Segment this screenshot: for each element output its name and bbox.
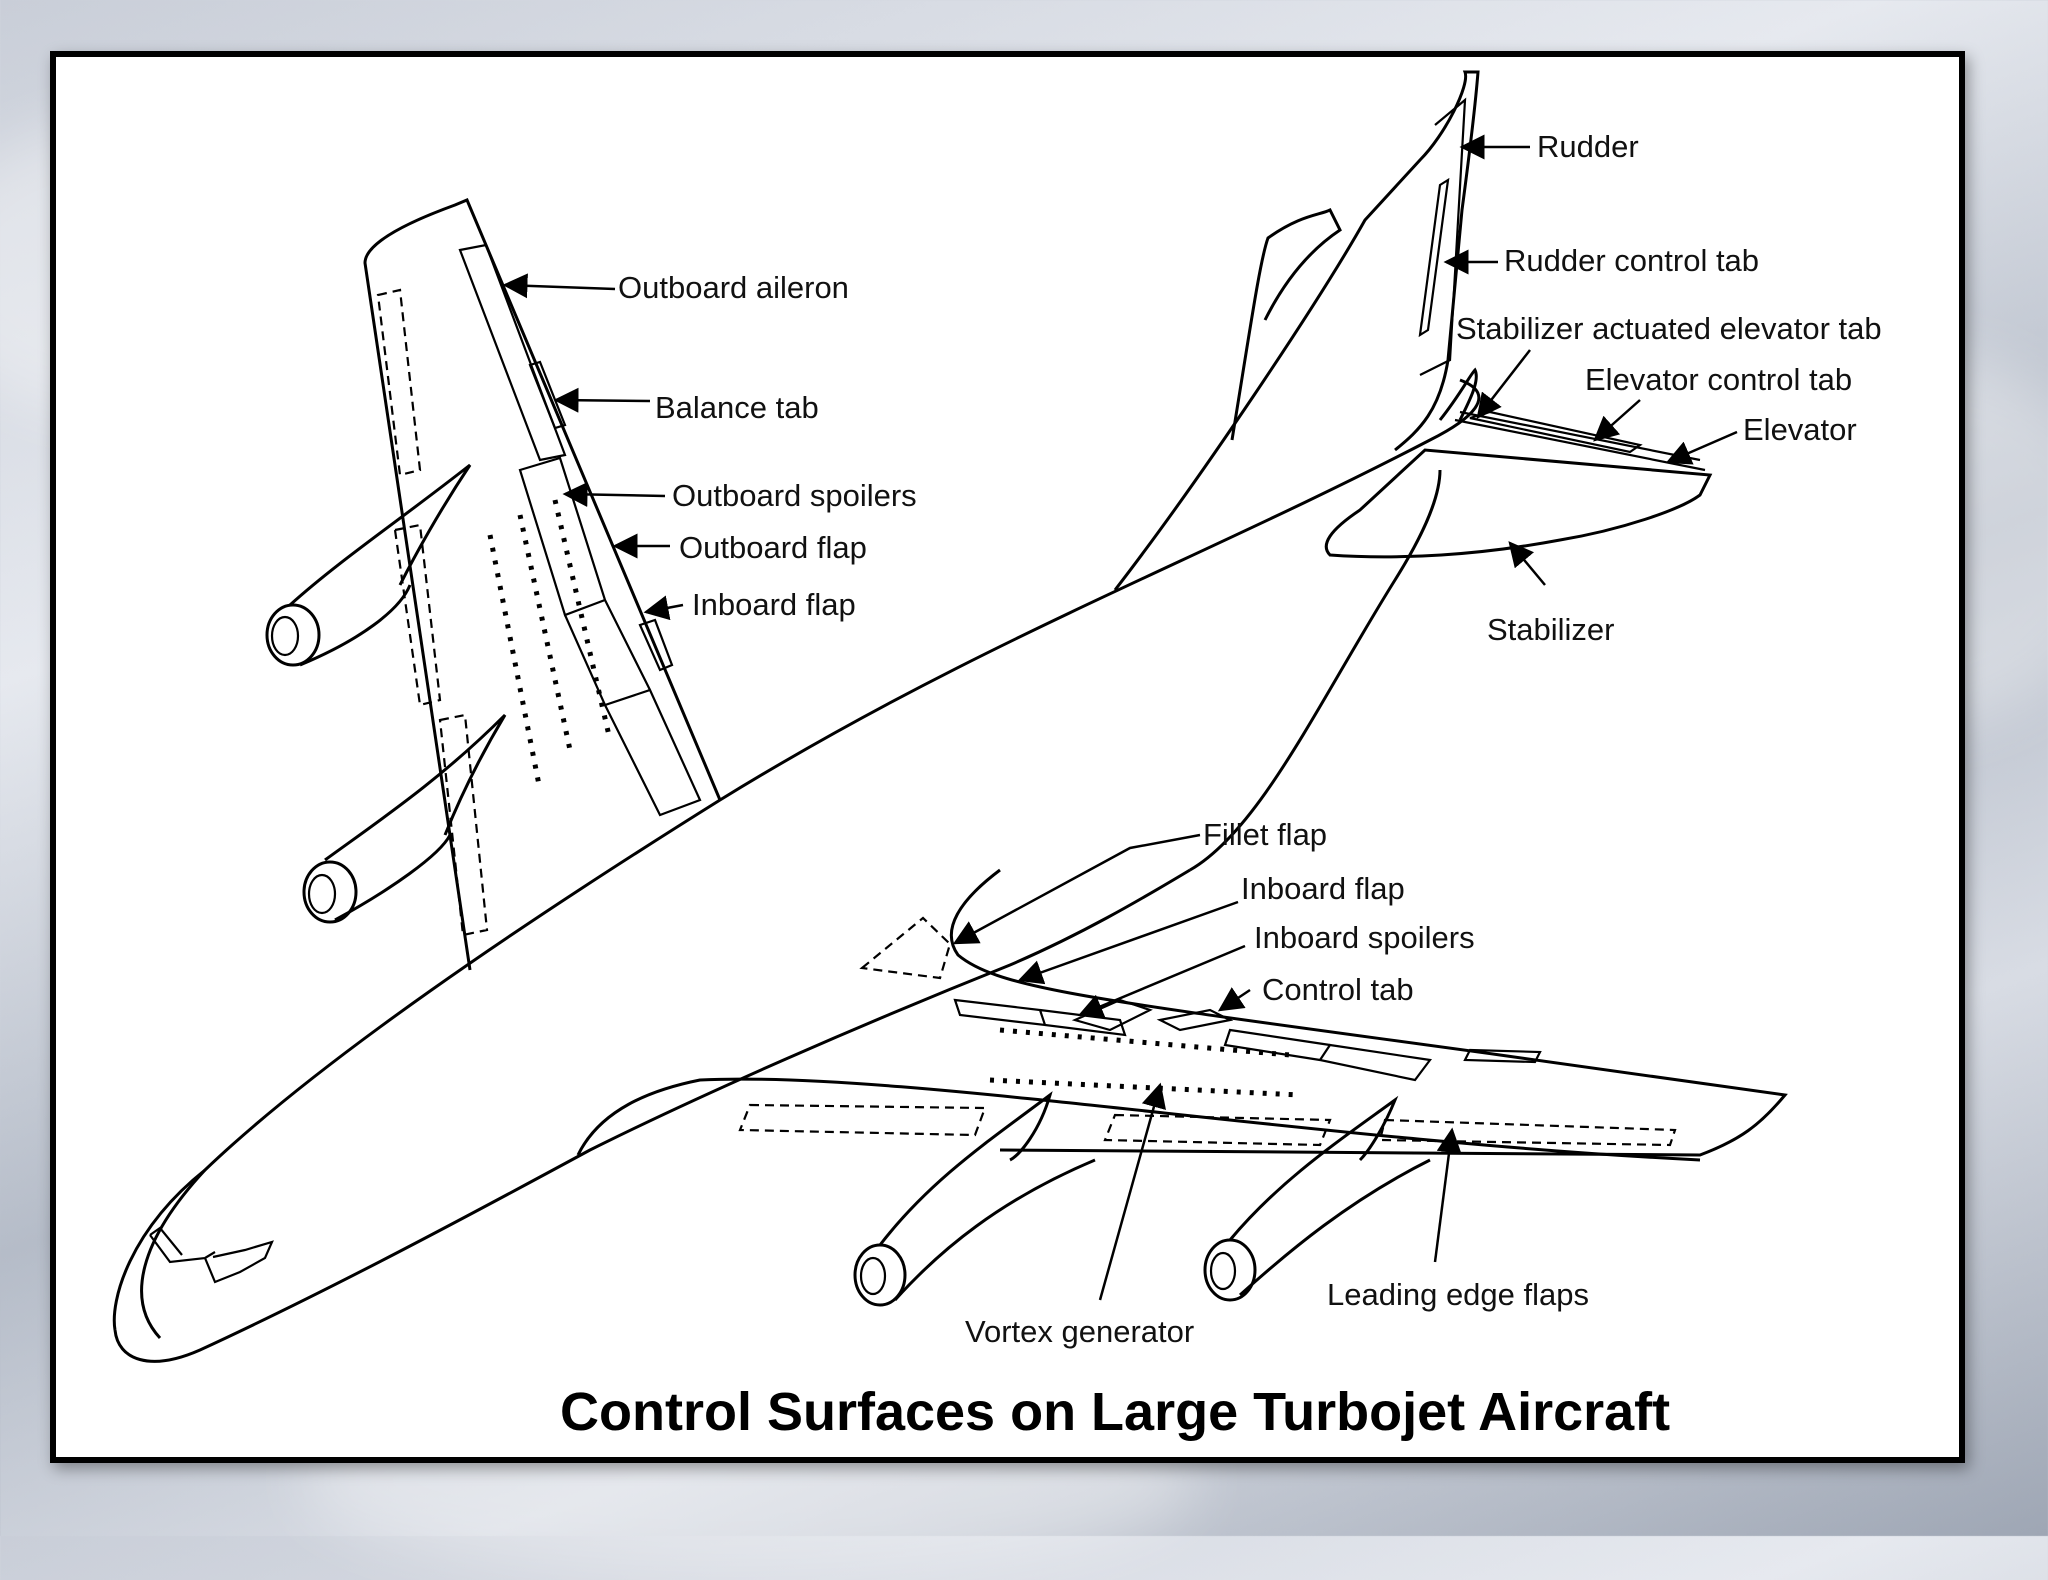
fuselage-upper-outline (140, 378, 1481, 1340)
label-outboard-spoilers: Outboard spoilers (672, 478, 917, 513)
far-engine-inner-inlet (307, 873, 337, 915)
leader-inboard-spoilers (1077, 944, 1246, 1018)
near-engine-outer (1228, 1095, 1431, 1297)
far-engine-inner-nacelle (302, 860, 358, 924)
horizontal-stabilizer (1324, 448, 1713, 559)
label-stabilizer: Stabilizer (1487, 612, 1615, 647)
outboard-aileron (458, 243, 567, 462)
near-engine-outer-nacelle (1203, 1238, 1257, 1302)
label-control-tab: Control tab (1262, 972, 1414, 1007)
label-inboard-spoilers: Inboard spoilers (1254, 920, 1475, 955)
near-wing-flaps (953, 998, 1542, 1082)
far-wing-leading-edge-flaps (376, 288, 489, 937)
diagram-title: Control Surfaces on Large Turbojet Aircr… (560, 1382, 1670, 1442)
label-balance-tab: Balance tab (655, 390, 819, 425)
far-engine-outer-nacelle (265, 603, 321, 667)
leader-stabilizer (1508, 541, 1546, 586)
near-wing-root-fillet (949, 868, 1788, 1157)
label-elevator: Elevator (1743, 412, 1857, 447)
cockpit-windows (149, 1226, 274, 1284)
far-wing-vortex-generators (487, 499, 613, 791)
rudder-control-tab (1418, 177, 1450, 338)
leader-inboard-flap-upper (643, 595, 684, 621)
near-wing-leading-edge (576, 1077, 1701, 1162)
far-engine-outer-pylon (288, 463, 472, 667)
label-inboard-flap-upper: Inboard flap (692, 587, 856, 622)
aircraft-diagram: Rudder Rudder control tab Stabilizer act… (112, 70, 1882, 1442)
label-outboard-aileron: Outboard aileron (618, 270, 849, 305)
leader-vortex-generator (1098, 1082, 1166, 1301)
leader-leading-edge-flaps (1433, 1127, 1462, 1263)
label-inboard-flap-lower: Inboard flap (1241, 871, 1405, 906)
fuselage-tail-cone (1189, 469, 1442, 872)
rudder-surface (1419, 97, 1467, 376)
near-engine-inner (878, 1091, 1096, 1302)
fuselage-lower-outline (113, 868, 1191, 1363)
label-fillet-flap: Fillet flap (1203, 817, 1327, 852)
leader-stabilizer-elevator-tab (1476, 349, 1531, 419)
far-engine-inner-pylon (324, 713, 507, 922)
near-wing-leading-edge-flaps (738, 1103, 1677, 1147)
nose-tip (112, 1168, 206, 1331)
leader-outboard-spoilers (562, 481, 666, 507)
stabilizer-left-tip (1438, 367, 1478, 421)
near-engine-inner-inlet (859, 1256, 887, 1296)
label-stabilizer-actuated-elevator-tab: Stabilizer actuated elevator tab (1456, 311, 1882, 346)
label-rudder: Rudder (1537, 129, 1639, 164)
near-wing-vortex-generators (989, 1027, 1301, 1098)
fillet-flap (859, 916, 952, 980)
leader-inboard-flap-lower (1017, 900, 1239, 985)
label-leading-edge-flaps: Leading edge flaps (1327, 1277, 1589, 1312)
label-vortex-generator: Vortex generator (965, 1314, 1194, 1349)
far-wing-outline (363, 198, 722, 971)
leader-elevator (1665, 430, 1738, 465)
label-rudder-control-tab: Rudder control tab (1504, 243, 1759, 278)
far-engine-outer-inlet (270, 615, 300, 657)
leader-outboard-aileron (502, 273, 616, 299)
balance-tab (528, 360, 567, 430)
vertical-fin (1113, 70, 1480, 591)
leader-balance-tab (553, 387, 651, 413)
far-wing-flaps (518, 456, 702, 817)
elevator-surface (1454, 410, 1706, 472)
near-engine-outer-inlet (1209, 1251, 1237, 1291)
near-engine-inner-nacelle (853, 1243, 907, 1307)
label-elevator-control-tab: Elevator control tab (1585, 362, 1852, 397)
diagram-panel: Rudder Rudder control tab Stabilizer act… (50, 51, 1965, 1463)
leader-fillet-flap (952, 833, 1201, 945)
leader-control-tab (1217, 987, 1251, 1012)
leader-elevator-control-tab (1593, 399, 1641, 442)
tail-fairing (1230, 207, 1342, 441)
label-outboard-flap: Outboard flap (679, 530, 867, 565)
